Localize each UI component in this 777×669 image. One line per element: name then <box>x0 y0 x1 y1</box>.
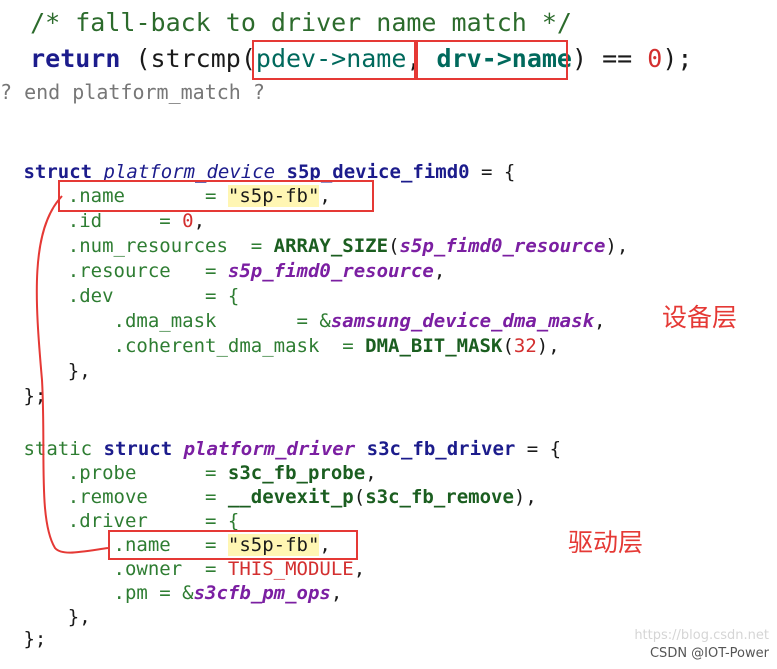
pdev-name-highlight-box <box>252 40 418 80</box>
code-device-dma-mask: .dma_mask = &samsung_device_dma_mask, <box>22 310 606 332</box>
code-driver-close-outer: }; <box>12 628 47 650</box>
connector-curve-path <box>35 195 109 554</box>
pdev-name-token: pdev->name <box>255 44 407 73</box>
watermark-credit: CSDN @IOT-Power <box>649 646 769 661</box>
code-device-close-outer: }; <box>12 385 47 407</box>
drv-name-token: drv->name <box>421 44 572 73</box>
code-device-struct-header: struct platform_device s5p_device_fimd0 … <box>12 161 516 183</box>
code-driver-name: .name = "s5p-fb", <box>22 534 331 556</box>
driver-layer-label: 驱动层 <box>568 528 644 557</box>
code-return-line: return (strcmp(pdev->name, drv->name) ==… <box>0 44 693 73</box>
code-device-name: .name = "s5p-fb", <box>22 185 331 207</box>
code-driver-driver: .driver = { <box>22 510 240 532</box>
code-device-id: .id = 0, <box>22 210 206 232</box>
code-end-marker: ? end platform_match ? <box>0 80 265 104</box>
code-driver-probe: .probe = s3c_fb_probe, <box>22 462 377 484</box>
code-driver-struct-header: static struct platform_driver s3c_fb_dri… <box>12 438 562 460</box>
code-driver-owner: .owner = THIS_MODULE, <box>22 558 366 580</box>
device-name-highlight-box <box>58 180 374 212</box>
device-layer-label: 设备层 <box>662 303 738 332</box>
drv-name-highlight-box <box>414 40 568 80</box>
code-driver-close-inner: }, <box>22 606 91 628</box>
code-device-dev: .dev = { <box>22 285 240 307</box>
code-driver-remove: .remove = __devexit_p(s3c_fb_remove), <box>22 486 537 508</box>
code-device-close-inner: }, <box>22 360 91 382</box>
code-driver-pm: .pm = &s3cfb_pm_ops, <box>22 582 343 604</box>
code-comment: /* fall-back to driver name match */ <box>0 8 572 37</box>
watermark-url: https://blog.csdn.net <box>634 628 769 643</box>
driver-name-highlight-box <box>108 530 358 560</box>
code-device-num-resources: .num_resources = ARRAY_SIZE(s5p_fimd0_re… <box>22 235 629 257</box>
code-device-resource: .resource = s5p_fimd0_resource, <box>22 260 446 282</box>
code-device-coherent-dma-mask: .coherent_dma_mask = DMA_BIT_MASK(32), <box>22 335 560 357</box>
